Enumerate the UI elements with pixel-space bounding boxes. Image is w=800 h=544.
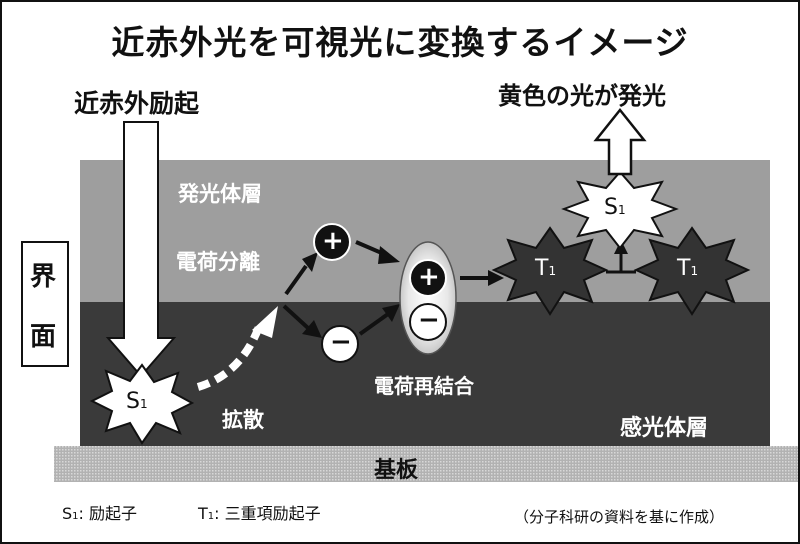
s1-burst-sensitizer <box>89 363 195 445</box>
substrate-layer <box>54 446 798 482</box>
source-credit: （分子科研の資料を基に作成） <box>514 508 725 526</box>
arrow-electron-to-pair-head <box>382 304 400 322</box>
t1-burst-left <box>491 226 609 316</box>
substrate-label: 基板 <box>374 458 419 483</box>
s1-burst-emitter <box>561 170 679 250</box>
t1-burst-right <box>633 226 751 316</box>
interface-label-bottom: 面 <box>30 322 57 352</box>
diffusion-label: 拡散 <box>222 408 264 432</box>
arrow-to-t1-head <box>488 270 504 286</box>
electron-recombining <box>409 303 447 341</box>
legend-s1: S1: 励起子 <box>62 504 138 523</box>
arrow-to-hole <box>284 264 308 296</box>
diagram-title: 近赤外光を可視光に変換するイメージ <box>111 23 689 62</box>
nir-excitation-arrow <box>105 121 177 378</box>
arrow-hole-to-pair-head <box>378 246 400 264</box>
arrow-to-hole-head <box>302 252 318 272</box>
t1-label-left: T1 <box>535 256 557 281</box>
diffusion-arrowhead <box>252 306 278 338</box>
hole-sign-separated: + <box>322 226 344 256</box>
s1-label-sensitizer: S1 <box>126 389 148 414</box>
recombination-label: 電荷再結合 <box>374 374 474 398</box>
diffusion-arrow <box>196 322 264 391</box>
nir-excitation-label: 近赤外励起 <box>74 89 200 118</box>
arrow-to-electron <box>282 304 310 330</box>
yellow-emission-label: 黄色の光が発光 <box>498 82 666 110</box>
interface-label-top: 界 <box>30 262 57 292</box>
emission-arrow <box>593 107 647 176</box>
hole-sign-recombining: + <box>418 262 440 292</box>
emitter-layer-label: 発光体層 <box>178 182 262 206</box>
hole-separated <box>313 223 351 261</box>
hole-recombining <box>409 259 447 297</box>
t1-label-right: T1 <box>677 256 699 281</box>
legend-t1: T1: 三重項励起子 <box>198 504 321 523</box>
arrow-to-electron-head <box>302 320 322 338</box>
s1-label-emitter: S1 <box>604 195 626 220</box>
arrow-electron-to-pair <box>358 312 390 336</box>
interface-box <box>21 241 69 367</box>
charge-separation-label: 電荷分離 <box>176 250 260 274</box>
sensitizer-layer-label: 感光体層 <box>620 416 709 441</box>
electron-sign-separated: − <box>330 327 352 357</box>
electron-sign-recombining: − <box>418 305 440 335</box>
electron-separated <box>321 325 359 363</box>
